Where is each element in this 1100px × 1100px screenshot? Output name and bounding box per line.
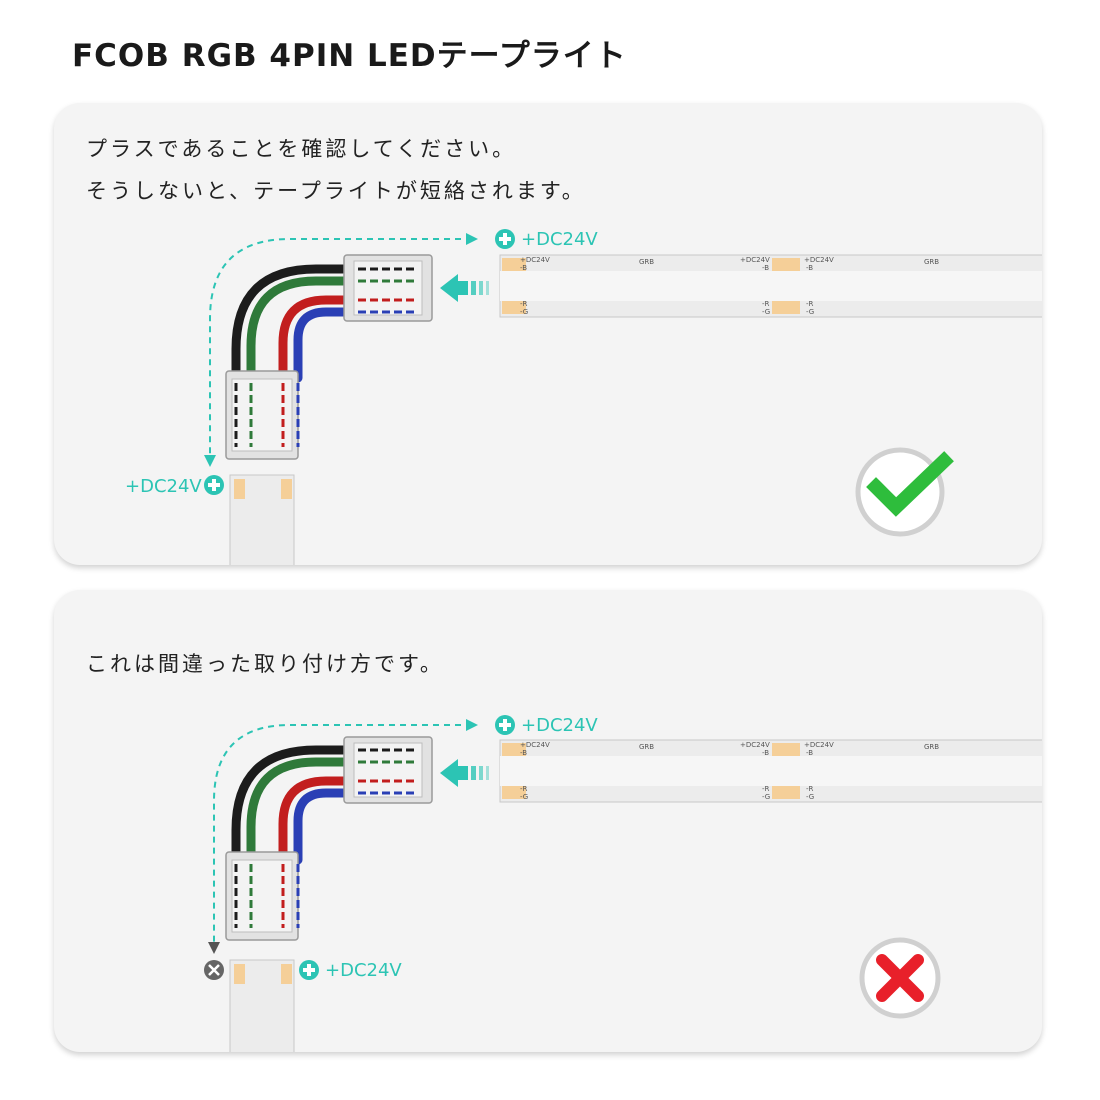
strip-mark-b: -B <box>762 749 769 757</box>
horizontal-led-strip: +DC24V -B GRB +DC24V -B +DC24V -B GRB -R… <box>499 254 1042 318</box>
strip-mark-g: -G <box>520 793 528 801</box>
top-plus-icon <box>495 715 515 735</box>
bottom-plus-icon <box>204 475 224 495</box>
strip-mark-r: -R <box>520 300 528 308</box>
strip-mark-dc24v: +DC24V <box>804 256 834 264</box>
strip-mark-g: -G <box>806 308 814 316</box>
horizontal-connector <box>343 254 433 322</box>
top-dc24v-label: +DC24V <box>521 229 598 250</box>
vertical-led-strip <box>229 474 295 565</box>
horizontal-connector <box>343 736 433 804</box>
strip-mark-grb: GRB <box>639 258 654 266</box>
strip-mark-g: -G <box>806 793 814 801</box>
strip-mark-b: -B <box>806 749 813 757</box>
page-title: FCOB RGB 4PIN LEDテープライト <box>72 38 627 74</box>
vertical-connector <box>225 851 300 941</box>
top-dc24v-label: +DC24V <box>521 715 598 736</box>
polarity-guide-line <box>213 724 472 942</box>
correct-installation-panel: プラスであることを確認してください。 そうしないと、テープライトが短絡されます。… <box>54 103 1042 565</box>
correct-wiring-diagram: +DC24V -B GRB +DC24V -B +DC24V -B GRB -R… <box>125 229 1042 565</box>
strip-mark-grb: GRB <box>639 743 654 751</box>
bottom-dc24v-label: +DC24V <box>325 960 402 981</box>
bottom-dc24v-label: +DC24V <box>125 476 202 497</box>
strip-mark-r: -R <box>806 785 814 793</box>
x-mark-icon <box>859 937 941 1019</box>
strip-mark-dc24v: +DC24V <box>740 256 770 264</box>
strip-mark-dc24v: +DC24V <box>520 256 550 264</box>
wrong-terminal-icon <box>204 960 224 980</box>
rgb-wires <box>231 264 351 383</box>
wrong-instruction-line: これは間違った取り付け方です。 <box>86 652 444 676</box>
strip-mark-dc24v: +DC24V <box>520 741 550 749</box>
insert-arrow-icon <box>440 759 489 787</box>
strip-mark-r: -R <box>520 785 528 793</box>
strip-mark-g: -G <box>520 308 528 316</box>
strip-mark-b: -B <box>806 264 813 272</box>
strip-mark-g: -G <box>762 308 770 316</box>
instruction-line-1: プラスであることを確認してください。 <box>86 137 517 161</box>
top-plus-icon <box>495 229 515 249</box>
rgb-wires <box>231 745 351 865</box>
strip-mark-r: -R <box>806 300 814 308</box>
vertical-connector <box>225 370 300 460</box>
polarity-guide-line <box>209 238 472 461</box>
vertical-led-strip <box>229 959 295 1052</box>
insert-arrow-icon <box>440 274 489 302</box>
checkmark-icon <box>855 447 954 537</box>
strip-mark-r: -R <box>762 300 770 308</box>
wrong-installation-panel: これは間違った取り付け方です。 +DC24V -B GRB +DC24V -B … <box>54 590 1042 1052</box>
strip-mark-grb: GRB <box>924 258 939 266</box>
strip-mark-b: -B <box>520 264 527 272</box>
bottom-plus-icon <box>299 960 319 980</box>
instruction-line-2: そうしないと、テープライトが短絡されます。 <box>86 179 586 203</box>
wrong-wiring-diagram: +DC24V -B GRB +DC24V -B +DC24V -B GRB -R… <box>204 715 1042 1052</box>
strip-mark-g: -G <box>762 793 770 801</box>
horizontal-led-strip: +DC24V -B GRB +DC24V -B +DC24V -B GRB -R… <box>499 739 1042 803</box>
strip-mark-dc24v: +DC24V <box>804 741 834 749</box>
strip-mark-grb: GRB <box>924 743 939 751</box>
strip-mark-r: -R <box>762 785 770 793</box>
strip-mark-b: -B <box>520 749 527 757</box>
strip-mark-dc24v: +DC24V <box>740 741 770 749</box>
strip-mark-b: -B <box>762 264 769 272</box>
